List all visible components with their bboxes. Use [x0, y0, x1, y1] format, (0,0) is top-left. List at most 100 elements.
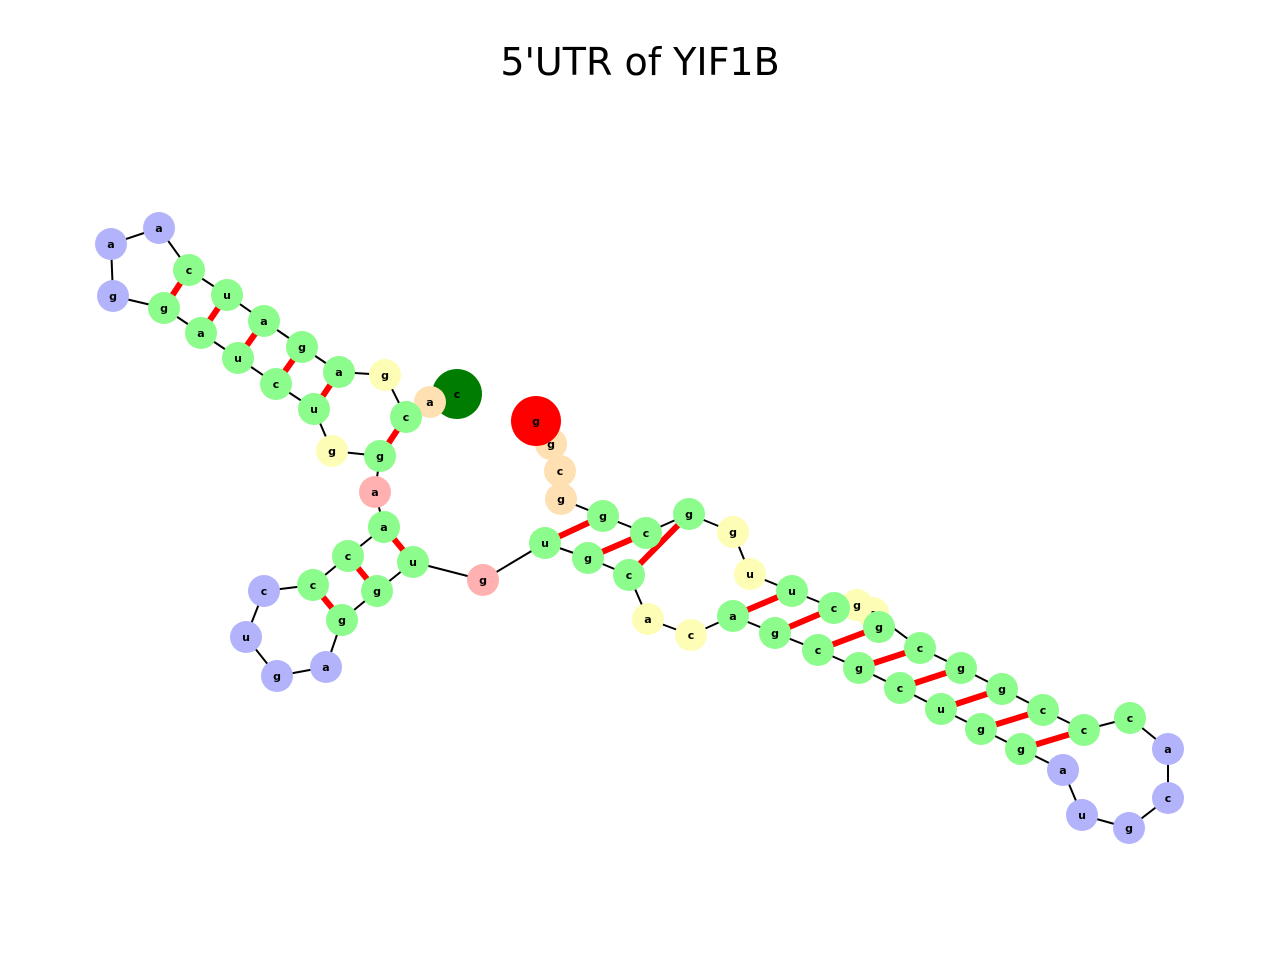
- nucleotide-label: u: [788, 585, 796, 598]
- nucleotide: u: [776, 575, 808, 607]
- nucleotide-label: g: [109, 290, 117, 303]
- nucleotide: g: [965, 713, 997, 745]
- nucleotide-circle: [759, 617, 791, 649]
- nucleotide: c: [544, 455, 576, 487]
- nucleotide-circle: [297, 569, 329, 601]
- nucleotide-label: a: [155, 222, 162, 235]
- nucleotide: c: [390, 401, 422, 433]
- nucleotide: c: [613, 559, 645, 591]
- nucleotide: g: [945, 652, 977, 684]
- nucleotide: g: [673, 498, 705, 530]
- nucleotide-circle: [298, 393, 330, 425]
- nucleotide: c: [1068, 714, 1100, 746]
- nucleotide-label: a: [380, 521, 387, 534]
- nucleotide-label: c: [897, 682, 904, 695]
- nucleotide-circle: [613, 559, 645, 591]
- nucleotide: g: [148, 292, 180, 324]
- nucleotide-circle: [1114, 702, 1146, 734]
- nucleotide-label: c: [917, 642, 924, 655]
- nucleotide-circle: [945, 652, 977, 684]
- nucleotide-label: c: [815, 644, 822, 657]
- nucleotide-circle: [368, 511, 400, 543]
- nucleotide-circle: [143, 212, 175, 244]
- nucleotide: c: [675, 619, 707, 651]
- nucleotide-label: g: [373, 585, 381, 598]
- nucleotide-circle: [359, 476, 391, 508]
- nucleotide-circle: [673, 498, 705, 530]
- nucleotide-circle: [1027, 694, 1059, 726]
- nucleotide-label: g: [557, 493, 565, 506]
- nucleotide-circle: [884, 672, 916, 704]
- nucleotide-circle: [248, 575, 280, 607]
- nucleotide-circle: [1152, 782, 1184, 814]
- nucleotide-circle: [1152, 733, 1184, 765]
- nucleotide-label: c: [261, 585, 268, 598]
- nucleotide-circle: [390, 401, 422, 433]
- nucleotide-label: a: [644, 613, 651, 626]
- nucleotide: a: [359, 476, 391, 508]
- nucleotide-circle: [316, 435, 348, 467]
- nucleotide-circle: [904, 632, 936, 664]
- nucleotide: u: [222, 342, 254, 374]
- nucleotide: g: [572, 542, 604, 574]
- nucleotide-circle: [717, 516, 749, 548]
- nucleotide: g: [316, 435, 348, 467]
- nucleotide-label: g: [584, 552, 592, 565]
- nucleotide-circle: [965, 713, 997, 745]
- nucleotide-label: g: [1017, 743, 1025, 756]
- nucleotide-label: u: [541, 537, 549, 550]
- nucleotide: g: [587, 500, 619, 532]
- nucleotide-label: g: [771, 627, 779, 640]
- nucleotide: u: [529, 527, 561, 559]
- nucleotide-label: c: [1165, 792, 1172, 805]
- nucleotide: u: [397, 546, 429, 578]
- nucleotide: g: [467, 564, 499, 596]
- nucleotide-label: u: [937, 703, 945, 716]
- nucleotide-circle: [632, 603, 664, 635]
- nucleotide-circle: [986, 673, 1018, 705]
- nucleotide-label: a: [197, 327, 204, 340]
- nucleotide-label: g: [853, 599, 861, 612]
- nucleotide-label: a: [1059, 764, 1066, 777]
- nucleotide-label: g: [338, 614, 346, 627]
- nucleotide: c: [1152, 782, 1184, 814]
- nucleotide-circle: [222, 342, 254, 374]
- nucleotide-circle: [310, 651, 342, 683]
- nucleotide-label: g: [729, 526, 737, 539]
- nucleotide-label: c: [273, 378, 280, 391]
- nucleotide: u: [211, 279, 243, 311]
- nucleotide: u: [1066, 799, 1098, 831]
- nucleotide-circle: [230, 621, 262, 653]
- nucleotide-circle: [148, 292, 180, 324]
- nucleotide-label: u: [746, 568, 754, 581]
- nucleotide: u: [925, 693, 957, 725]
- nucleotide-circle: [1047, 754, 1079, 786]
- nucleotide-label: g: [685, 508, 693, 521]
- nucleotide-label: u: [310, 403, 318, 416]
- nucleotide-label: g: [547, 438, 555, 451]
- nucleotide: g: [326, 604, 358, 636]
- nucleotide-label: g: [298, 341, 306, 354]
- nucleotide-label: g: [381, 369, 389, 382]
- nucleotide-circle: [544, 455, 576, 487]
- nucleotide-circle: [361, 575, 393, 607]
- nucleotide-circle: [260, 368, 292, 400]
- end-nucleotide: g: [511, 396, 561, 446]
- nucleotide: a: [717, 600, 749, 632]
- nucleotide-label: g: [532, 415, 540, 428]
- nucleotide-circle: [675, 619, 707, 651]
- nucleotide-label: g: [160, 302, 168, 315]
- nucleotide-label: g: [1125, 822, 1133, 835]
- nucleotide-label: c: [626, 569, 633, 582]
- nucleotide-label: c: [1081, 724, 1088, 737]
- nucleotide-label: c: [557, 465, 564, 478]
- nucleotide: c: [332, 540, 364, 572]
- nucleotide-label: g: [957, 662, 965, 675]
- nucleotide: g: [361, 575, 393, 607]
- nucleotide-label: c: [403, 411, 410, 424]
- nucleotide-circle: [572, 542, 604, 574]
- nucleotide-circle: [863, 611, 895, 643]
- nucleotide-label: g: [376, 450, 384, 463]
- nucleotide: g: [369, 359, 401, 391]
